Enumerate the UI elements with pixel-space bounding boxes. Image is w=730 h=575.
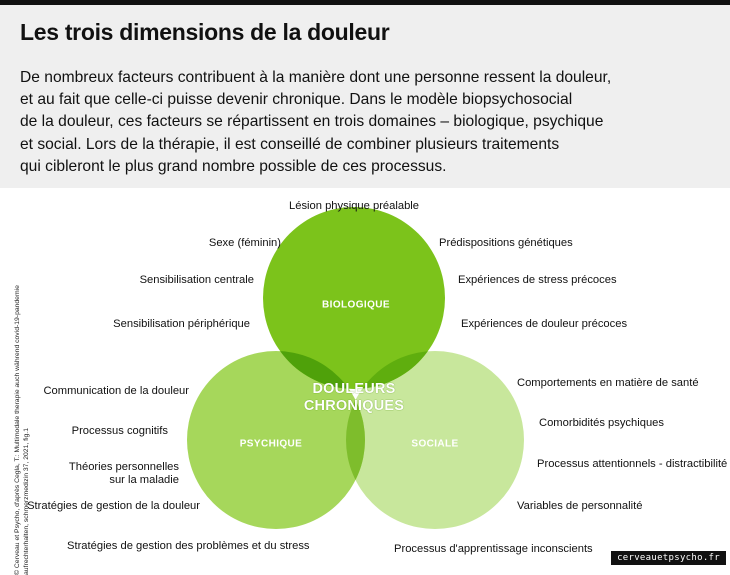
factor-soc-3: Processus attentionnels - distractibilit… [537,458,728,470]
factor-psy-3a: Théories personnelles [68,461,179,473]
center-line-1: DOULEURS [312,381,396,397]
circle-sociale [346,351,524,529]
top-bar [0,0,730,5]
intro-text: De nombreux facteurs contribuent à la ma… [20,67,700,178]
factor-psy-3b: sur la maladie [109,474,179,486]
intro-line: De nombreux facteurs contribuent à la ma… [20,69,612,86]
header-panel: Les trois dimensions de la douleur De no… [0,5,730,188]
credit-line: © Cerveau et Psycho, d'après Cegla, T.: … [14,285,21,575]
intro-line: et social. Lors de la thérapie, il est c… [20,135,560,153]
site-logo: cerveauetpsycho.fr [611,551,726,565]
label-psychique: PSYCHIQUE [239,438,303,450]
factor-bio-right-2: Expériences de stress précoces [458,274,617,286]
factor-bio-top: Lésion physique préalable [289,200,419,212]
factor-soc-4: Variables de personnalité [517,500,643,512]
factor-bio-right-3: Expériences de douleur précoces [461,318,628,330]
center-label: DOULEURS CHRONIQUES [304,381,404,415]
intro-line: et au fait que celle-ci puisse devenir c… [20,91,573,109]
factor-psy-5: Stratégies de gestion des problèmes et d… [67,540,310,552]
factor-bio-left-3: Sensibilisation périphérique [113,318,250,330]
factor-psy-1: Communication de la douleur [43,385,189,397]
source-credit: © Cerveau et Psycho, d'après Cegla, T.: … [14,215,31,575]
factor-bio-left-2: Sensibilisation centrale [139,274,254,286]
factor-bio-left-1: Sexe (féminin) [208,237,281,249]
factor-psy-2: Processus cognitifs [71,425,168,437]
factor-psy-4: Stratégies de gestion de la douleur [27,500,200,512]
page-title: Les trois dimensions de la douleur [20,19,390,45]
factor-bio-right-1: Prédispositions génétiques [439,237,573,249]
center-line-2: CHRONIQUES [303,398,405,414]
circle-biologique [263,207,445,389]
intro-line: qui cibleront le plus grand nombre possi… [20,157,447,175]
label-sociale: SOCIALE [411,438,459,450]
intro-line: de la douleur, ces facteurs se répartiss… [20,113,604,131]
label-biologique: BIOLOGIQUE [322,299,390,311]
factor-soc-2: Comorbidités psychiques [539,417,664,429]
factor-soc-1: Comportements en matière de santé [517,377,699,389]
circle-psychique [187,351,365,529]
credit-line: aufrechterhalten, schmerzmedizin 37, 202… [22,428,30,575]
factor-soc-5: Processus d'apprentissage inconscients [394,543,593,555]
